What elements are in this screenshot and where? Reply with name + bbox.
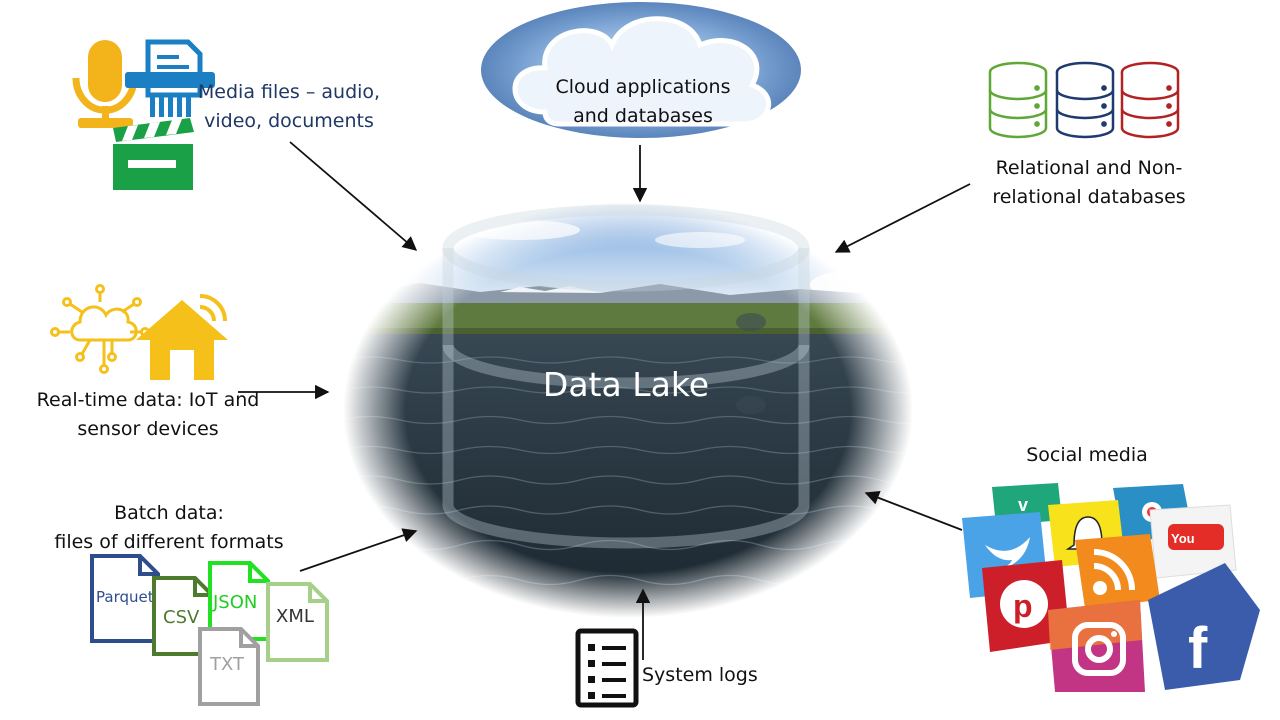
file-xml-icon: XML bbox=[266, 582, 329, 662]
lake-image bbox=[330, 190, 941, 630]
label-media-files: Media files – audio,video, documents bbox=[197, 81, 381, 132]
microphone-icon bbox=[72, 40, 138, 128]
file-json-icon: JSON bbox=[208, 561, 270, 641]
arrow-media-to-lake bbox=[289, 141, 418, 251]
file-label-csv: CSV bbox=[163, 607, 200, 628]
flow-arrows bbox=[238, 141, 971, 660]
nosql-database-icon bbox=[1055, 61, 1115, 139]
pinterest-icon: p bbox=[982, 560, 1070, 652]
relational-database-icon bbox=[988, 61, 1048, 139]
file-label-xml: XML bbox=[276, 606, 314, 627]
arrow-batch-to-lake bbox=[299, 528, 418, 572]
arrow-databases-to-lake bbox=[834, 183, 971, 253]
clapperboard-icon bbox=[113, 118, 194, 190]
youtube-icon: You bbox=[1149, 504, 1237, 579]
svg-text:You: You bbox=[1171, 531, 1195, 546]
iot-cloud-icon bbox=[50, 284, 150, 374]
arrow-social-to-lake bbox=[864, 490, 963, 531]
file-csv-icon: CSV bbox=[152, 576, 214, 656]
document-scanner-icon bbox=[125, 39, 215, 117]
database-cylinder-overlay bbox=[442, 204, 810, 549]
instagram-icon bbox=[1048, 600, 1145, 692]
cylinder-dot-1 bbox=[736, 313, 766, 331]
file-label-txt: TXT bbox=[209, 654, 245, 675]
social-media-icons: v You p f bbox=[962, 483, 1260, 692]
label-social-media: Social media bbox=[1026, 444, 1148, 466]
data-lake-title: Data Lake bbox=[542, 365, 710, 404]
system-log-icon bbox=[575, 628, 639, 708]
file-parquet-icon: Parquet bbox=[90, 554, 160, 643]
smart-home-icon bbox=[136, 294, 228, 380]
svg-text:f: f bbox=[1188, 616, 1208, 681]
cylinder-dot-2 bbox=[736, 396, 766, 414]
file-txt-icon: TXT bbox=[198, 627, 260, 706]
label-system-logs: System logs bbox=[642, 664, 758, 686]
svg-text:v: v bbox=[1018, 495, 1028, 515]
rss-icon bbox=[1075, 534, 1160, 608]
svg-text:p: p bbox=[1013, 588, 1033, 624]
label-databases: Relational and Non-relational databases bbox=[992, 157, 1186, 208]
file-label-json: JSON bbox=[212, 592, 257, 613]
label-batch: Batch data:files of different formats bbox=[54, 502, 284, 553]
facebook-icon: f bbox=[1148, 563, 1260, 690]
cloud-icon bbox=[481, 2, 801, 138]
file-label-parquet: Parquet bbox=[96, 588, 154, 606]
database-server-icon bbox=[1120, 61, 1180, 139]
